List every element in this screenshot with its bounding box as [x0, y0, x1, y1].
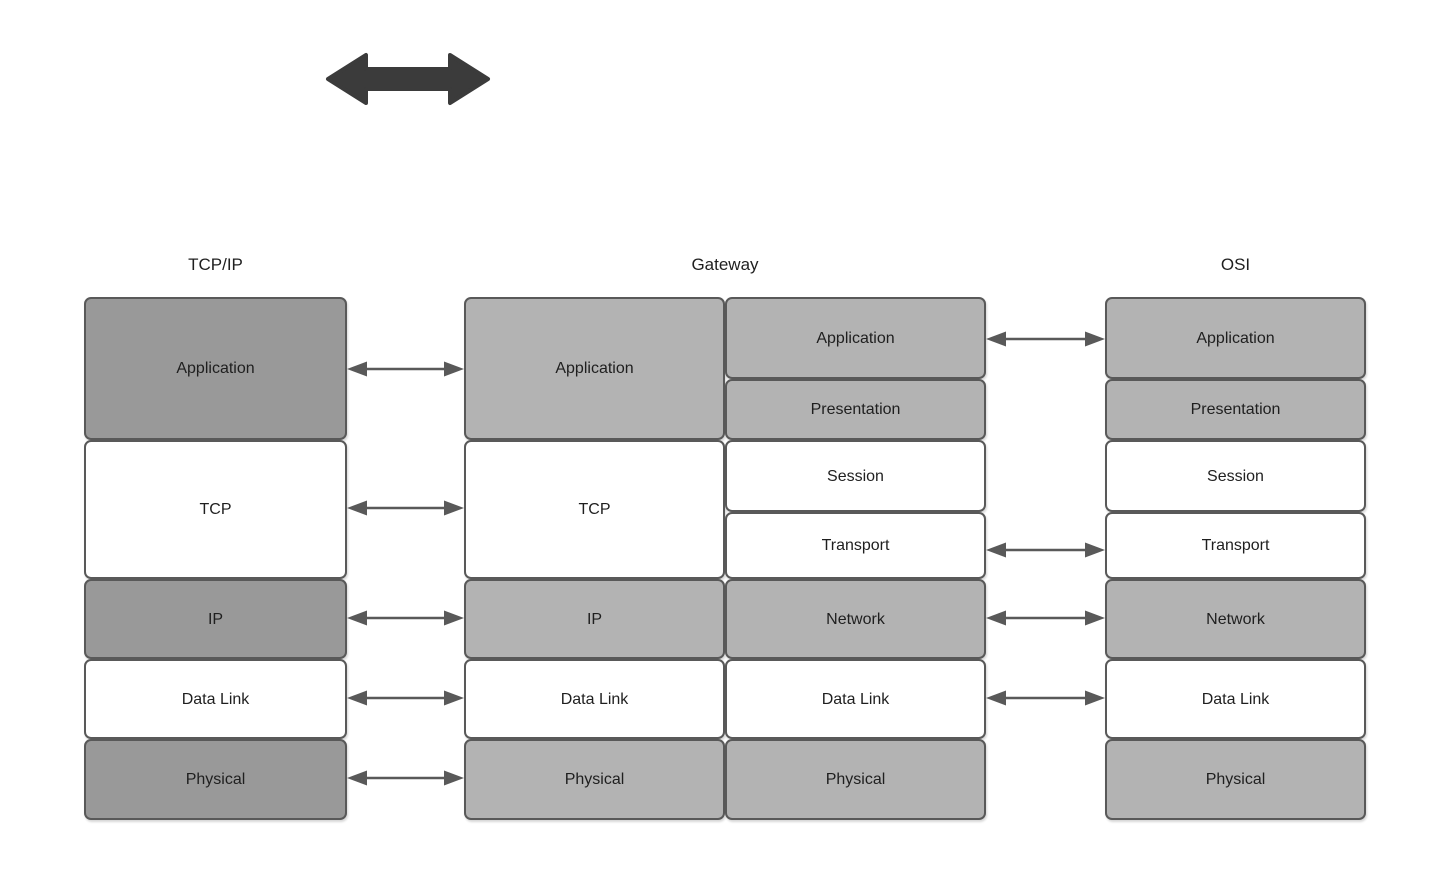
layer-gateway-osi-session[interactable]: Session — [725, 440, 986, 512]
layer-tcpip-ip[interactable]: IP — [84, 579, 347, 659]
layer-gateway-osi-physical[interactable]: Physical — [725, 739, 986, 820]
stack-osi: Application Presentation Session Transpo… — [1105, 297, 1366, 820]
layer-gateway-data-link[interactable]: Data Link — [464, 659, 725, 739]
layer-tcpip-data-link[interactable]: Data Link — [84, 659, 347, 739]
layer-osi-session[interactable]: Session — [1105, 440, 1366, 512]
layer-gateway-application[interactable]: Application — [464, 297, 725, 440]
column-title-tcpip: TCP/IP — [188, 255, 243, 274]
connector-gateway-osi-network — [986, 609, 1105, 627]
layer-gateway-physical[interactable]: Physical — [464, 739, 725, 820]
layer-tcpip-physical[interactable]: Physical — [84, 739, 347, 820]
layer-gateway-ip[interactable]: IP — [464, 579, 725, 659]
layer-gateway-osi-transport[interactable]: Transport — [725, 512, 986, 579]
connector-tcpip-gateway-physical — [347, 769, 464, 787]
layer-osi-physical[interactable]: Physical — [1105, 739, 1366, 820]
connector-gateway-osi-data-link — [986, 689, 1105, 707]
layer-gateway-osi-data-link[interactable]: Data Link — [725, 659, 986, 739]
stack-gateway-right: Application Presentation Session Transpo… — [725, 297, 986, 820]
layer-gateway-osi-application[interactable]: Application — [725, 297, 986, 379]
layer-gateway-osi-presentation[interactable]: Presentation — [725, 379, 986, 440]
layer-osi-transport[interactable]: Transport — [1105, 512, 1366, 579]
column-title-gateway: Gateway — [691, 255, 759, 274]
layer-gateway-osi-network[interactable]: Network — [725, 579, 986, 659]
layer-osi-data-link[interactable]: Data Link — [1105, 659, 1366, 739]
layer-osi-network[interactable]: Network — [1105, 579, 1366, 659]
bidirectional-block-arrow — [322, 48, 494, 110]
layer-tcpip-tcp[interactable]: TCP — [84, 440, 347, 579]
connector-tcpip-gateway-ip — [347, 609, 464, 627]
layer-gateway-tcp[interactable]: TCP — [464, 440, 725, 579]
connector-tcpip-gateway-application — [347, 360, 464, 378]
connector-gateway-osi-transport — [986, 541, 1105, 559]
layer-osi-application[interactable]: Application — [1105, 297, 1366, 379]
connector-gateway-osi-application — [986, 330, 1105, 348]
connector-tcpip-gateway-tcp — [347, 499, 464, 517]
stack-gateway-left: Application TCP IP Data Link Physical — [464, 297, 725, 820]
stack-tcpip: Application TCP IP Data Link Physical — [84, 297, 347, 820]
connector-tcpip-gateway-data-link — [347, 689, 464, 707]
layer-tcpip-application[interactable]: Application — [84, 297, 347, 440]
column-title-osi: OSI — [1220, 255, 1251, 274]
layer-osi-presentation[interactable]: Presentation — [1105, 379, 1366, 440]
